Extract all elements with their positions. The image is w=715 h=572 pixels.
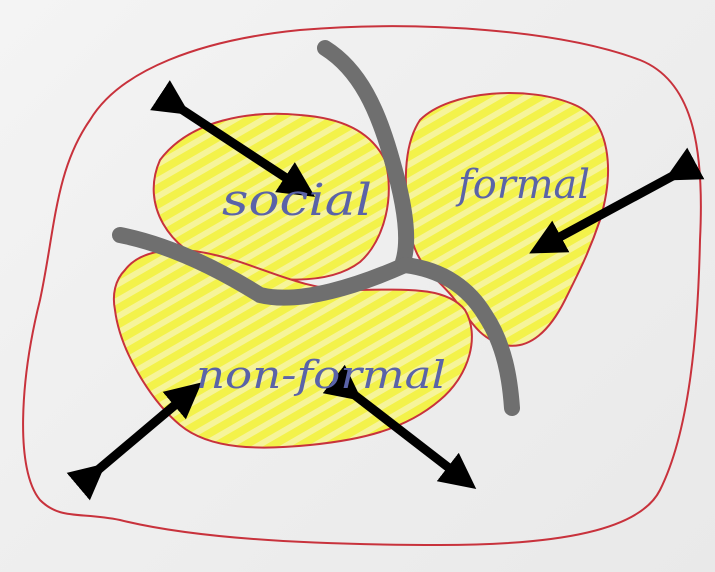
non-formal-region — [114, 250, 472, 448]
label-formal: formal — [455, 162, 590, 208]
arrow-nonformal-left — [92, 394, 188, 475]
label-social: social — [222, 175, 372, 226]
label-non-formal: non-formal — [196, 353, 446, 397]
